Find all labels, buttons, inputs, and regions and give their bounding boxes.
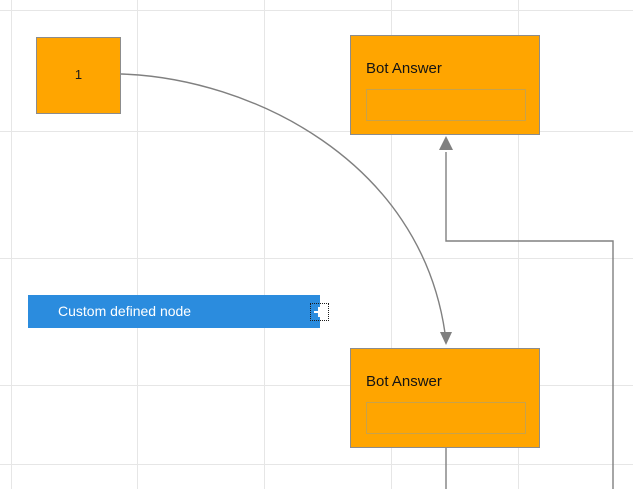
node-custom-defined[interactable]: Custom defined node: [28, 295, 329, 328]
node-start-label: 1: [74, 67, 83, 82]
node-bot-answer-bottom[interactable]: Bot Answer: [350, 348, 540, 448]
plus-icon[interactable]: [310, 303, 329, 321]
node-bot-answer-top-slot[interactable]: [366, 89, 526, 121]
node-bot-answer-bottom-slot[interactable]: [366, 402, 526, 434]
node-start[interactable]: 1: [36, 37, 121, 114]
node-custom-defined-label: Custom defined node: [58, 303, 192, 319]
node-bot-answer-top[interactable]: Bot Answer: [350, 35, 540, 135]
node-bot-answer-top-title: Bot Answer: [366, 60, 442, 77]
node-bot-answer-bottom-title: Bot Answer: [366, 373, 442, 390]
